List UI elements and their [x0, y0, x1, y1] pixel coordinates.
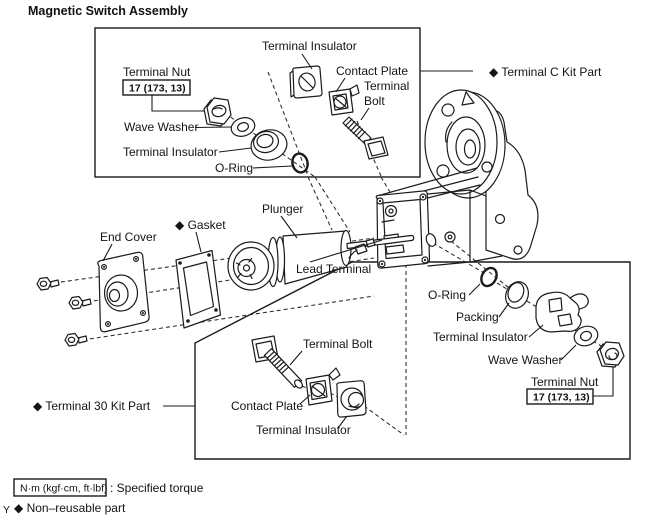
wave-washer-right-part: [573, 325, 599, 347]
label-contact-plate-bottom: Contact Plate: [231, 399, 303, 413]
screw-1: [36, 276, 60, 291]
contact-plate-top-part: [328, 84, 360, 116]
terminal-nut-right-part: [596, 341, 625, 368]
o-ring-right-part: [480, 266, 498, 288]
top-kit-box-outline: [94, 27, 421, 178]
label-lead-terminal: Lead Terminal: [296, 262, 371, 276]
torque-spec-box-top: [122, 79, 191, 96]
terminal-bolt-bottom-part: [251, 335, 304, 389]
bottom-kit-box-outline: [194, 261, 631, 460]
plunger-part: [227, 229, 415, 291]
leader-lines: [102, 53, 614, 429]
label-plunger: Plunger: [262, 202, 303, 216]
mounting-screws: [36, 276, 92, 347]
label-terminal-c-kit: ◆ Terminal C Kit Part: [489, 65, 602, 79]
legend-torque-unit: N·m (kgf·cm, ft·lbf): [20, 483, 108, 495]
terminal-insulator-right-part: [535, 291, 589, 333]
label-terminal-insulator-right: Terminal Insulator: [433, 330, 528, 344]
switch-housing: [375, 89, 539, 269]
label-wave-washer-right: Wave Washer: [488, 353, 562, 367]
label-o-ring-right: O-Ring: [428, 288, 466, 302]
end-cover-part: [97, 251, 150, 333]
legend-torque-meaning: : Specified torque: [110, 481, 204, 495]
terminal-insulator-bottom-part: [336, 380, 367, 418]
wave-washer-top-part: [230, 117, 256, 137]
label-o-ring-top: O-Ring: [215, 161, 253, 175]
page-title: Magnetic Switch Assembly: [28, 4, 188, 18]
label-terminal-30-kit: ◆ Terminal 30 Kit Part: [33, 399, 151, 413]
screw-3: [64, 332, 88, 347]
label-packing: Packing: [456, 310, 499, 324]
legend-non-reusable: ◆ Non–reusable part: [14, 501, 126, 515]
legend-stray-mark: Y: [3, 504, 10, 516]
label-terminal-insulator-bottom: Terminal Insulator: [256, 423, 351, 437]
torque-value-right: 17 (173, 13): [533, 392, 590, 404]
label-terminal-insulator-top: Terminal Insulator: [123, 145, 218, 159]
contact-plate-bottom-part: [305, 367, 341, 406]
o-ring-top-part: [291, 152, 309, 174]
label-terminal-insulator-plate: Terminal Insulator: [262, 39, 357, 53]
front-face-corner-screws: [376, 193, 429, 268]
terminal-insulator-ring-part: [250, 129, 288, 161]
label-terminal-bolt-bottom: Terminal Bolt: [303, 337, 373, 351]
label-terminal-bolt-top-line1: Terminal: [364, 79, 409, 93]
gasket-part: [175, 249, 222, 329]
terminal-bolt-top-part: [342, 116, 389, 160]
torque-spec-box-right: [526, 388, 594, 405]
screw-2: [68, 295, 92, 310]
torque-value-top: 17 (173, 13): [129, 83, 186, 95]
label-terminal-nut-right: Terminal Nut: [531, 375, 599, 389]
terminal-insulator-plate-part: [289, 65, 323, 99]
packing-part: [505, 281, 529, 309]
label-terminal-nut-top: Terminal Nut: [123, 65, 191, 79]
label-terminal-bolt-top-line2: Bolt: [364, 94, 385, 108]
torque-legend-box: [13, 478, 107, 497]
label-contact-plate-top: Contact Plate: [336, 64, 408, 78]
label-wave-washer-top: Wave Washer: [124, 120, 198, 134]
label-gasket: ◆ Gasket: [175, 218, 226, 232]
terminal-nut-top-part: [203, 97, 232, 127]
label-end-cover: End Cover: [100, 230, 157, 244]
